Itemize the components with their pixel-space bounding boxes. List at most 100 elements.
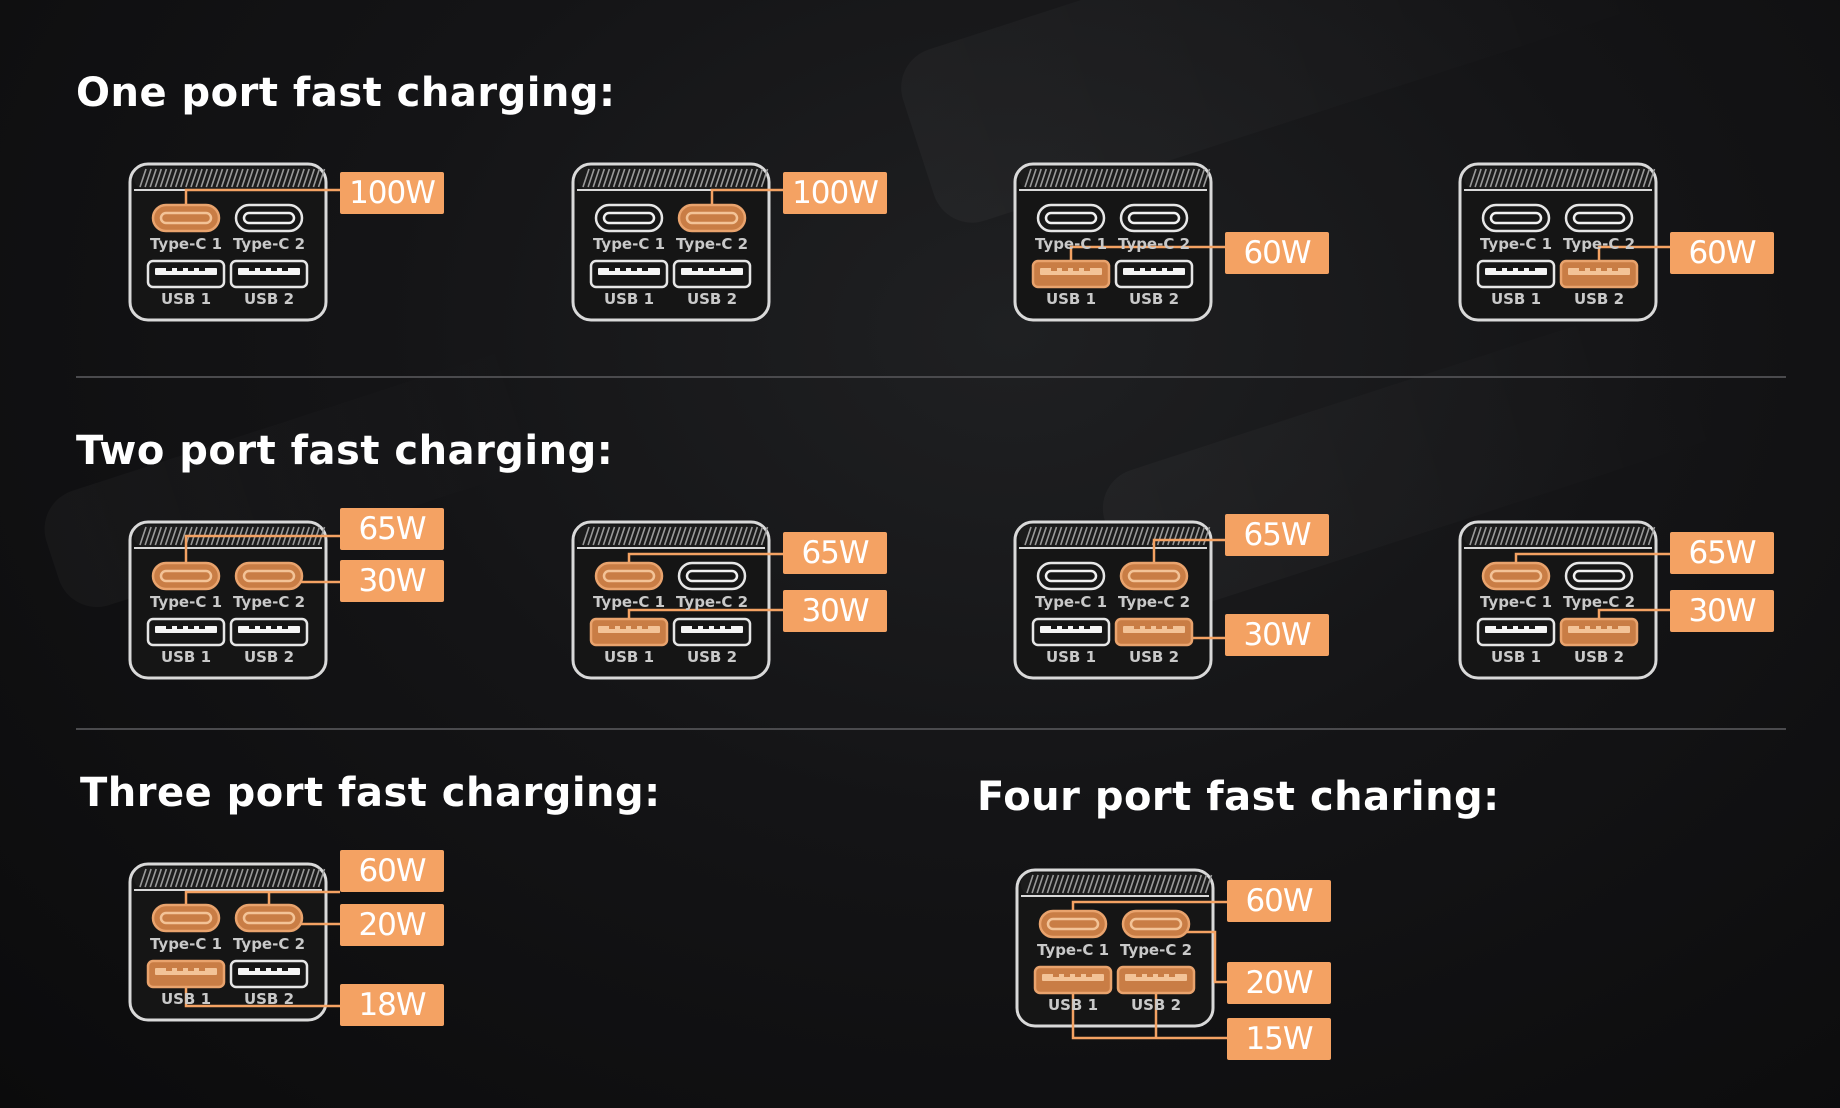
vent-line xyxy=(1116,526,1124,546)
port-shell xyxy=(234,903,304,933)
port-tongue xyxy=(1127,211,1181,225)
port-pin xyxy=(1590,268,1596,271)
vent-line xyxy=(725,526,733,546)
vent-line xyxy=(658,526,667,546)
port-shell xyxy=(234,561,304,591)
port-tongue xyxy=(1040,626,1102,633)
connector-line xyxy=(1071,993,1227,1040)
port-label: USB 1 xyxy=(161,648,211,666)
vent-grille xyxy=(134,167,326,189)
usb-a-port-icon xyxy=(1116,965,1196,995)
port-tongue xyxy=(1489,211,1543,225)
vent-line xyxy=(1097,874,1106,894)
usb-c-port-icon xyxy=(151,561,221,591)
vent-line xyxy=(719,526,728,546)
vent-line xyxy=(1141,168,1150,188)
usb-a-port-icon xyxy=(672,259,752,289)
vent-line xyxy=(231,168,239,188)
vent-line xyxy=(282,868,290,888)
vent-line xyxy=(587,526,595,546)
vent-line xyxy=(694,168,702,188)
connector-line xyxy=(627,552,783,563)
port-label: Type-C 2 xyxy=(1118,235,1190,253)
section-title-one-port: One port fast charging: xyxy=(76,70,616,116)
vent-line xyxy=(159,868,168,888)
port-pin xyxy=(1529,268,1535,271)
vent-line xyxy=(602,168,611,188)
vent-line xyxy=(1642,526,1651,546)
port-pin xyxy=(271,968,277,971)
connector-line xyxy=(184,890,340,905)
vent-line xyxy=(1036,874,1044,894)
usb-a-port-icon xyxy=(229,259,309,289)
usb-c-port-icon xyxy=(1121,909,1191,939)
vent-line xyxy=(190,168,198,188)
vent-line xyxy=(1520,526,1528,546)
usb-a-port-icon xyxy=(146,959,226,989)
wattage-badge: 60W xyxy=(1670,232,1774,274)
vent-line xyxy=(1525,526,1533,546)
port-pin xyxy=(642,268,648,271)
port-shell xyxy=(1481,561,1551,591)
vent-line xyxy=(1087,874,1095,894)
vent-line xyxy=(1540,526,1549,546)
vent-line xyxy=(1601,526,1610,546)
port-tongue xyxy=(242,911,296,925)
port-pin xyxy=(1167,626,1173,629)
port-pin xyxy=(642,626,648,629)
port-label: Type-C 1 xyxy=(1480,235,1552,253)
port-tongue xyxy=(602,211,656,225)
vent-line xyxy=(674,526,682,546)
port-label: Type-C 2 xyxy=(1563,235,1635,253)
vent-line xyxy=(251,868,259,888)
vent-line xyxy=(1179,874,1187,894)
vent-line xyxy=(1182,526,1190,546)
vent-line xyxy=(714,526,723,546)
vent-line xyxy=(180,526,188,546)
vent-line xyxy=(246,868,254,888)
vent-line xyxy=(1530,526,1538,546)
vent-line xyxy=(597,168,606,188)
vent-line xyxy=(164,168,173,188)
vent-line xyxy=(648,526,657,546)
vent-line xyxy=(1561,526,1569,546)
usb-c-port-icon xyxy=(594,203,664,233)
port-pin xyxy=(620,268,626,271)
vent-line xyxy=(1172,168,1180,188)
vent-line xyxy=(1550,526,1559,546)
vent-line xyxy=(159,168,168,188)
port-tongue xyxy=(681,626,743,633)
port-tongue xyxy=(238,626,300,633)
connector-line xyxy=(1597,245,1670,261)
vent-line xyxy=(643,526,651,546)
port-pin xyxy=(725,268,731,271)
vent-line xyxy=(1110,526,1119,546)
vent-line xyxy=(1024,168,1032,188)
port-pin xyxy=(1518,626,1524,629)
port-label: USB 1 xyxy=(1491,648,1541,666)
port-pin xyxy=(188,268,194,271)
vent-line xyxy=(1126,526,1134,546)
vent-line xyxy=(612,526,621,546)
vent-line xyxy=(1632,526,1640,546)
vent-line xyxy=(1204,874,1213,894)
port-tongue xyxy=(598,626,660,633)
vent-line xyxy=(1174,874,1182,894)
vent-line xyxy=(592,168,600,188)
vent-line xyxy=(1612,526,1620,546)
vent-line xyxy=(169,526,178,546)
vent-line xyxy=(1499,526,1508,546)
connector-line xyxy=(1069,245,1225,261)
port-pin xyxy=(703,268,709,271)
vent-line xyxy=(1642,168,1651,188)
vent-line xyxy=(709,526,718,546)
port-tongue xyxy=(238,268,300,275)
port-pin xyxy=(1579,268,1585,271)
vent-line xyxy=(1059,526,1068,546)
vent-line xyxy=(180,168,188,188)
port-pin xyxy=(177,968,183,971)
wattage-badge: 100W xyxy=(783,172,887,214)
vent-line xyxy=(679,526,687,546)
usb-c-port-icon xyxy=(1481,203,1551,233)
